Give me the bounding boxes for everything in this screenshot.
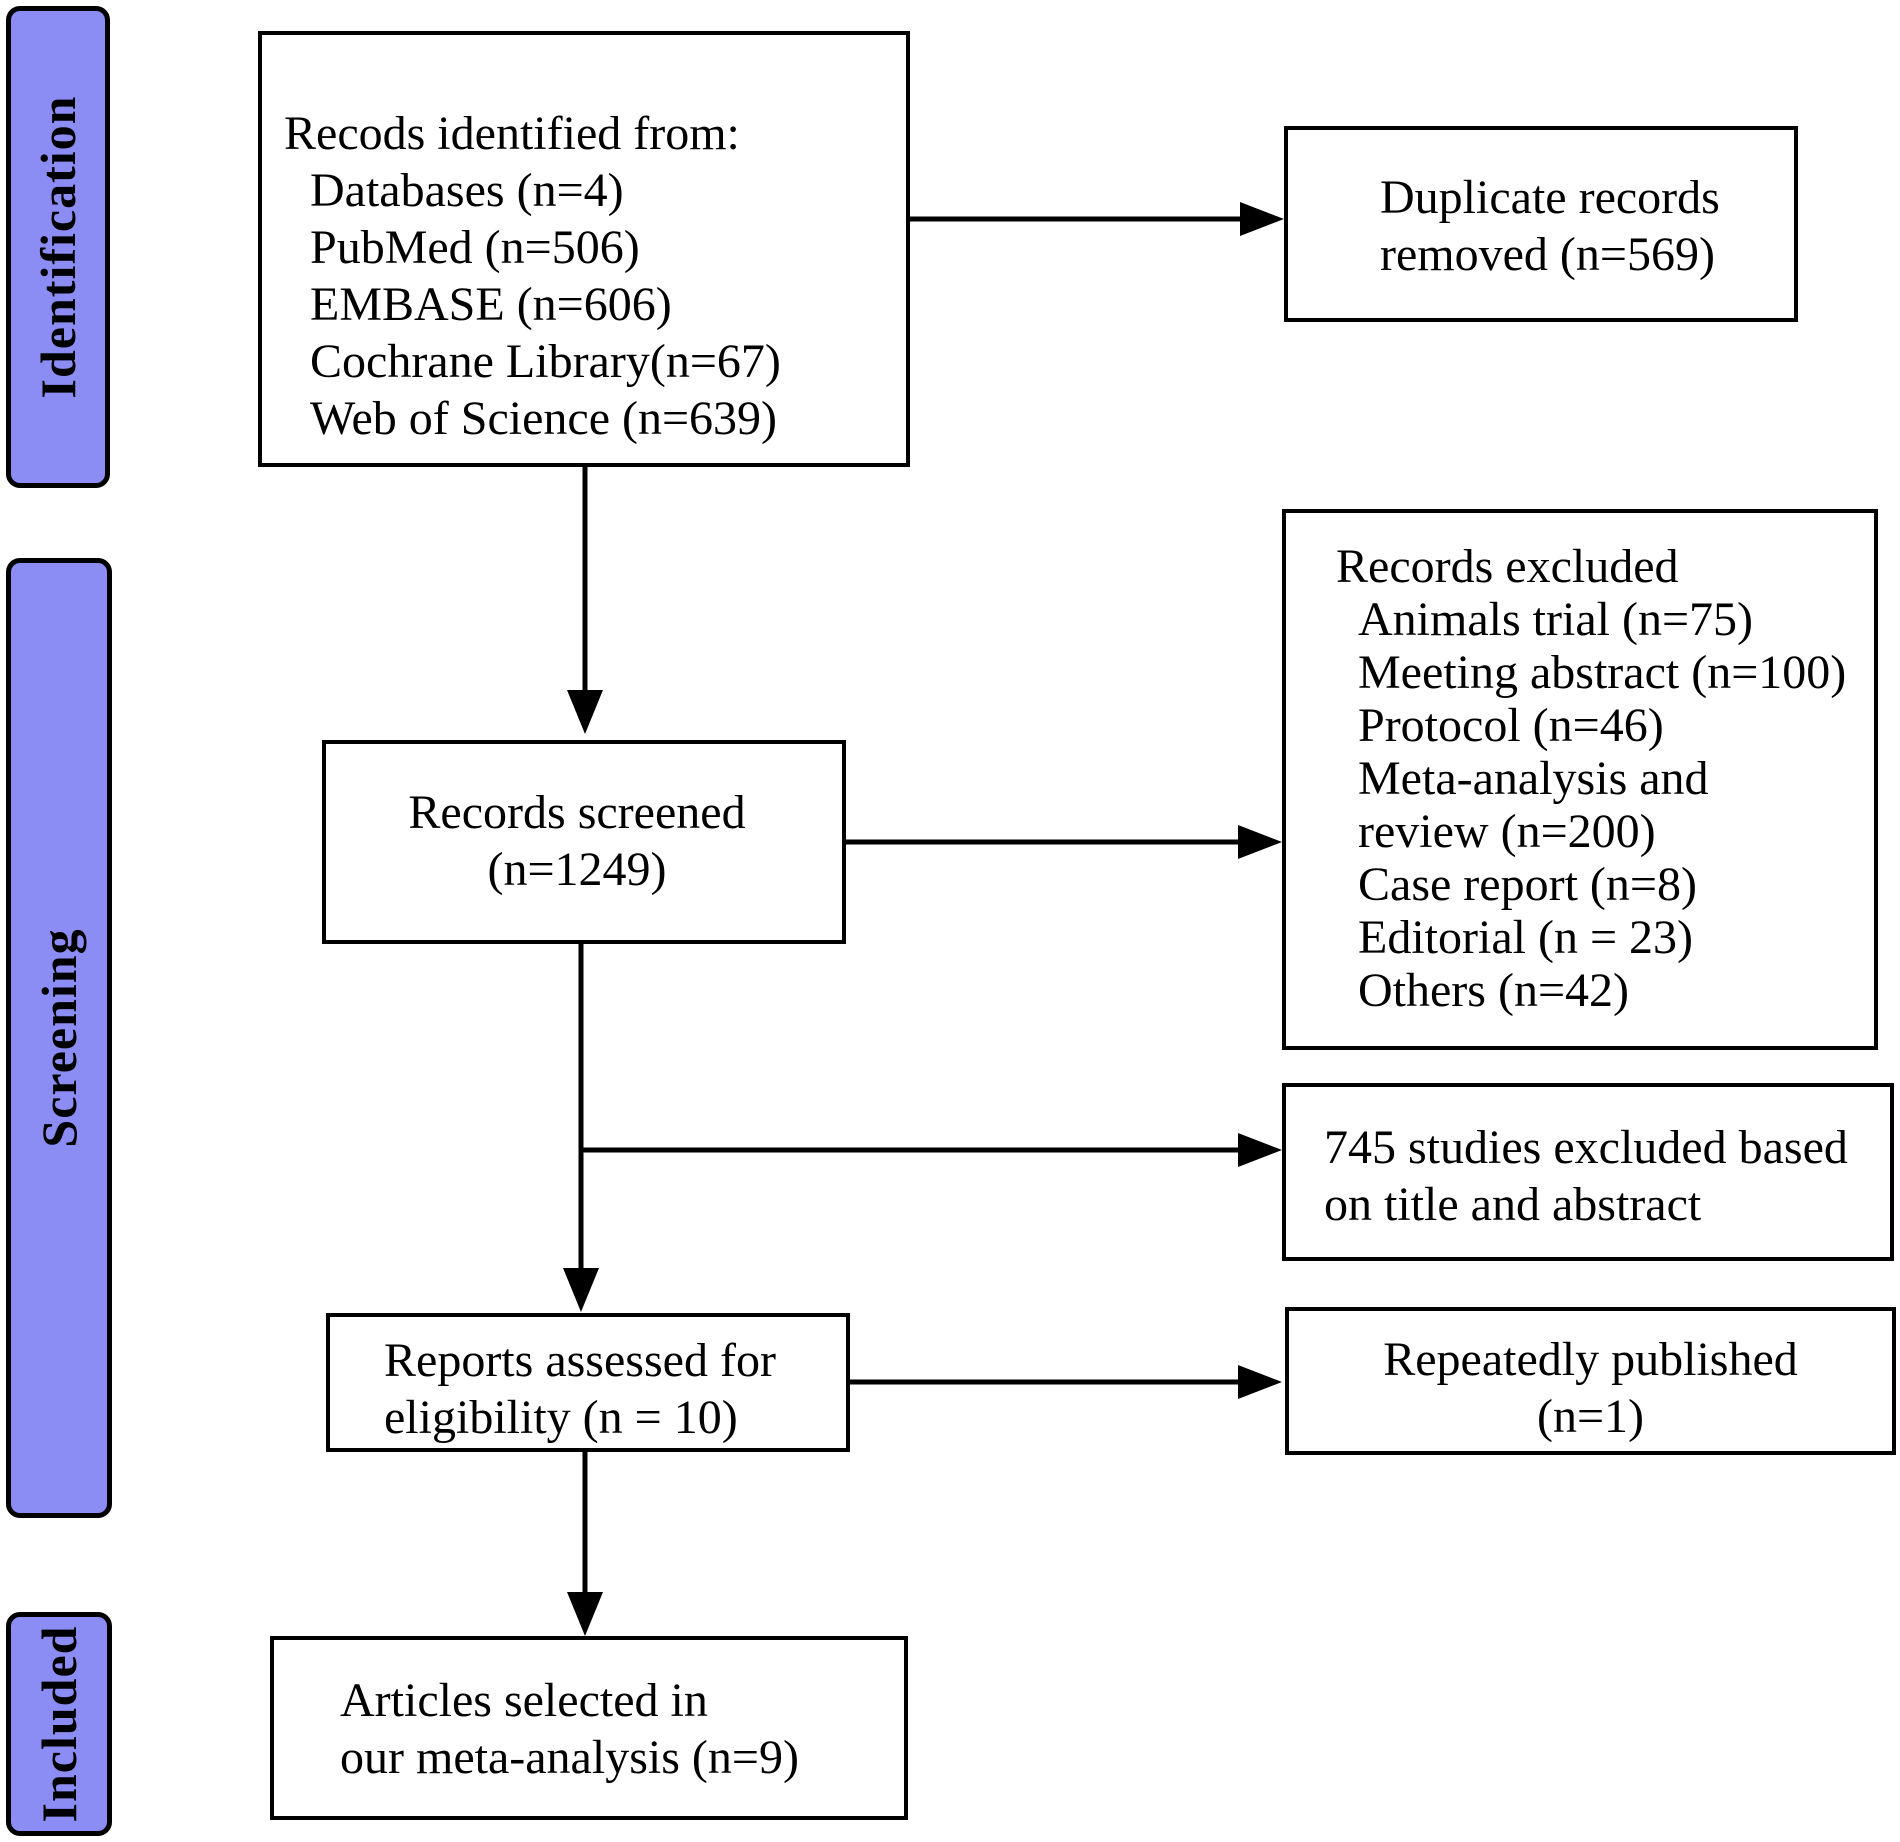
excluded-line: Meta-analysis and (1358, 752, 1709, 805)
excluded-box: Records excluded Animals trial (n=75) Me… (1282, 509, 1878, 1050)
duplicates-box: Duplicate records removed (n=569) (1284, 126, 1798, 322)
excluded-heading: Records excluded (1336, 540, 1679, 593)
identified-line: EMBASE (n=606) (310, 278, 672, 331)
excluded-line: Case report (n=8) (1358, 858, 1697, 911)
assessed-line: Reports assessed for (384, 1334, 776, 1387)
title-abstract-box: 745 studies excluded based on title and … (1282, 1083, 1894, 1261)
identified-line: PubMed (n=506) (310, 221, 640, 274)
excluded-line: Animals trial (n=75) (1358, 593, 1753, 646)
identified-line: Cochrane Library(n=67) (310, 335, 781, 388)
screened-line: Records screened (408, 786, 746, 839)
assessed-line: eligibility (n = 10) (384, 1391, 738, 1444)
phase-included: Included (6, 1612, 112, 1836)
arrowhead-excluded (1238, 825, 1282, 859)
arrowhead-screened (567, 690, 603, 734)
repeated-line: Repeatedly published (1383, 1333, 1798, 1386)
phase-identification: Identification (6, 6, 110, 488)
selected-line: Articles selected in (340, 1674, 708, 1727)
identified-box: Recods identified from: Databases (n=4) … (258, 31, 910, 467)
screened-box: Records screened (n=1249) (322, 740, 846, 944)
title-abstract-line: 745 studies excluded based (1324, 1121, 1848, 1174)
screened-line: (n=1249) (487, 843, 667, 896)
duplicates-line: Duplicate records (1380, 171, 1720, 224)
excluded-line: Editorial (n = 23) (1358, 911, 1693, 964)
excluded-line: review (n=200) (1358, 805, 1656, 858)
arrowhead-title-abstract (1238, 1133, 1282, 1167)
excluded-line: Others (n=42) (1358, 964, 1630, 1017)
arrowhead-duplicates (1240, 202, 1284, 236)
arrowhead-selected (567, 1592, 603, 1636)
assessed-box: Reports assessed for eligibility (n = 10… (326, 1313, 850, 1452)
phase-screening: Screening (6, 558, 112, 1518)
identified-line: Web of Science (n=639) (310, 392, 778, 445)
excluded-line: Meeting abstract (n=100) (1358, 646, 1847, 699)
duplicates-line: removed (n=569) (1380, 228, 1715, 281)
repeated-line: (n=1) (1536, 1390, 1645, 1443)
excluded-line: Protocol (n=46) (1358, 699, 1664, 752)
identified-heading: Recods identified from: (284, 107, 740, 160)
identified-line: Databases (n=4) (310, 164, 624, 217)
repeated-box: Repeatedly published (n=1) (1285, 1307, 1896, 1455)
selected-line: our meta-analysis (n=9) (340, 1731, 799, 1784)
selected-box: Articles selected in our meta-analysis (… (270, 1636, 908, 1820)
title-abstract-line: on title and abstract (1324, 1178, 1702, 1231)
arrowhead-repeated (1238, 1365, 1282, 1399)
arrowhead-assessed (563, 1268, 599, 1312)
